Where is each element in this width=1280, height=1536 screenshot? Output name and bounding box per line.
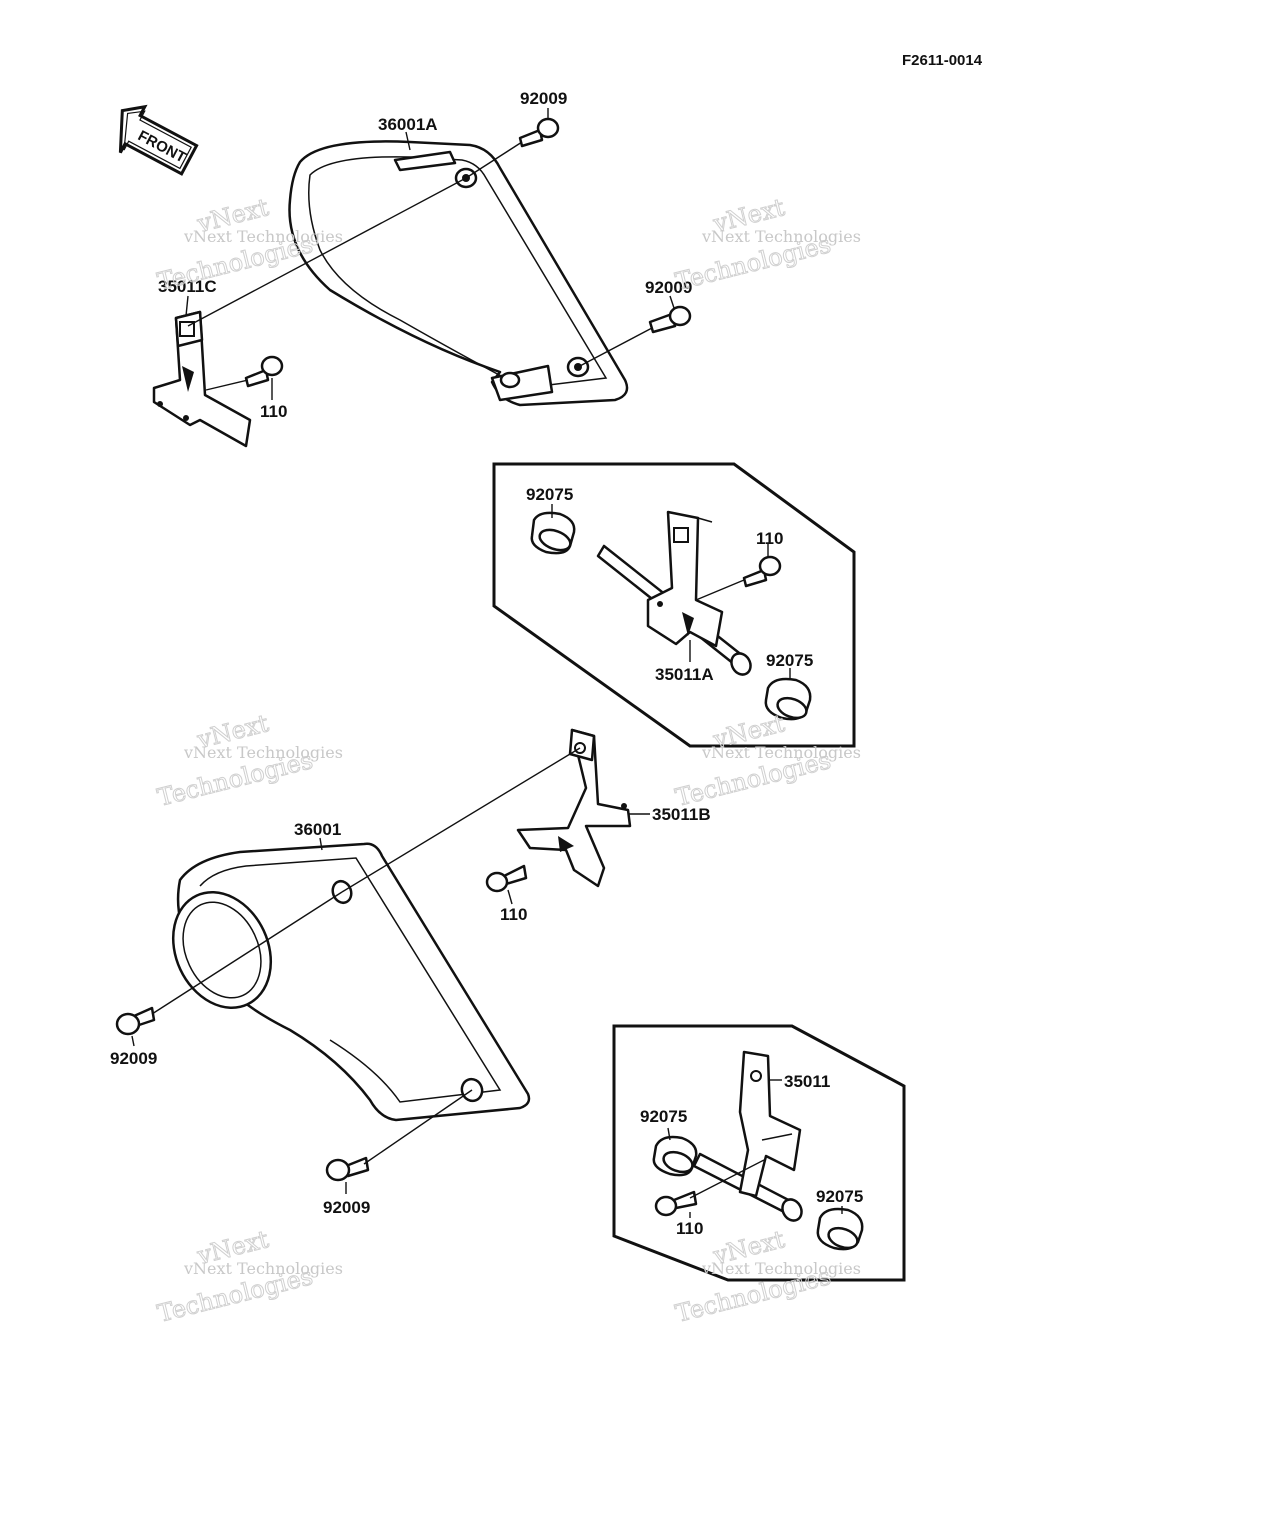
label-110-upper: 110 xyxy=(260,402,287,421)
label-92075-p2: 92075 xyxy=(816,1187,863,1206)
watermark-top-right: vNext Technologies vNext Technologies xyxy=(672,193,861,297)
label-36001a: 36001A xyxy=(378,115,438,134)
svg-text:vNext Technologies: vNext Technologies xyxy=(701,227,861,246)
label-92075-p1: 92075 xyxy=(640,1107,687,1126)
svg-text:vNext Technologies: vNext Technologies xyxy=(183,227,343,246)
option-box-plain xyxy=(612,1024,906,1282)
chain-guard-lower xyxy=(171,842,531,1122)
label-110-a: 110 xyxy=(756,529,783,548)
bracket-35011c xyxy=(152,310,252,448)
option-box-a xyxy=(492,462,856,748)
label-92075-a1: 92075 xyxy=(526,485,573,504)
label-110-b: 110 xyxy=(500,905,527,924)
label-92075-a2: 92075 xyxy=(766,651,813,670)
watermark-bottom-left: vNext Technologies vNext Technologies xyxy=(154,1225,343,1329)
bolt-92009-left-lower xyxy=(115,1006,156,1036)
label-92009-right-upper: 92009 xyxy=(645,278,692,297)
label-92009-left-lower: 92009 xyxy=(110,1049,157,1068)
watermark-mid-right: vNext Technologies vNext Technologies xyxy=(672,709,861,813)
label-35011b: 35011B xyxy=(652,805,711,824)
front-arrow-icon: FRONT xyxy=(118,104,199,176)
svg-text:vNext Technologies: vNext Technologies xyxy=(183,1259,343,1278)
bolt-110-a xyxy=(742,555,782,588)
collar-92075-p2 xyxy=(816,1207,864,1251)
svg-text:vNext Technologies: vNext Technologies xyxy=(701,743,861,762)
watermark-mid-left: vNext Technologies vNext Technologies xyxy=(154,709,343,813)
collar-92075-p1 xyxy=(652,1135,698,1177)
label-110-p: 110 xyxy=(676,1219,703,1238)
label-36001: 36001 xyxy=(294,820,341,839)
chain-guard-upper xyxy=(288,140,629,407)
diagram-code: F2611-0014 xyxy=(902,52,983,69)
collar-92075-a1 xyxy=(530,511,576,555)
label-35011c: 35011C xyxy=(158,277,217,296)
bolt-92009-right-upper xyxy=(648,305,692,334)
bolt-110-b xyxy=(485,864,528,893)
label-35011a: 35011A xyxy=(655,665,714,684)
bolt-110-upper xyxy=(244,355,284,388)
svg-text:vNext Technologies: vNext Technologies xyxy=(183,743,343,762)
bolt-92009-top xyxy=(518,117,560,148)
collar-92075-a2 xyxy=(764,677,812,721)
bracket-35011 xyxy=(692,1050,803,1222)
svg-text:vNext Technologies: vNext Technologies xyxy=(701,1259,861,1278)
label-92009-bottom-lower: 92009 xyxy=(323,1198,370,1217)
label-35011: 35011 xyxy=(784,1072,830,1091)
bolt-92009-bottom-lower xyxy=(325,1156,370,1182)
label-92009-top: 92009 xyxy=(520,89,567,108)
bracket-35011b xyxy=(516,728,632,888)
bracket-35011a xyxy=(596,510,752,676)
bolt-110-p xyxy=(654,1190,698,1217)
